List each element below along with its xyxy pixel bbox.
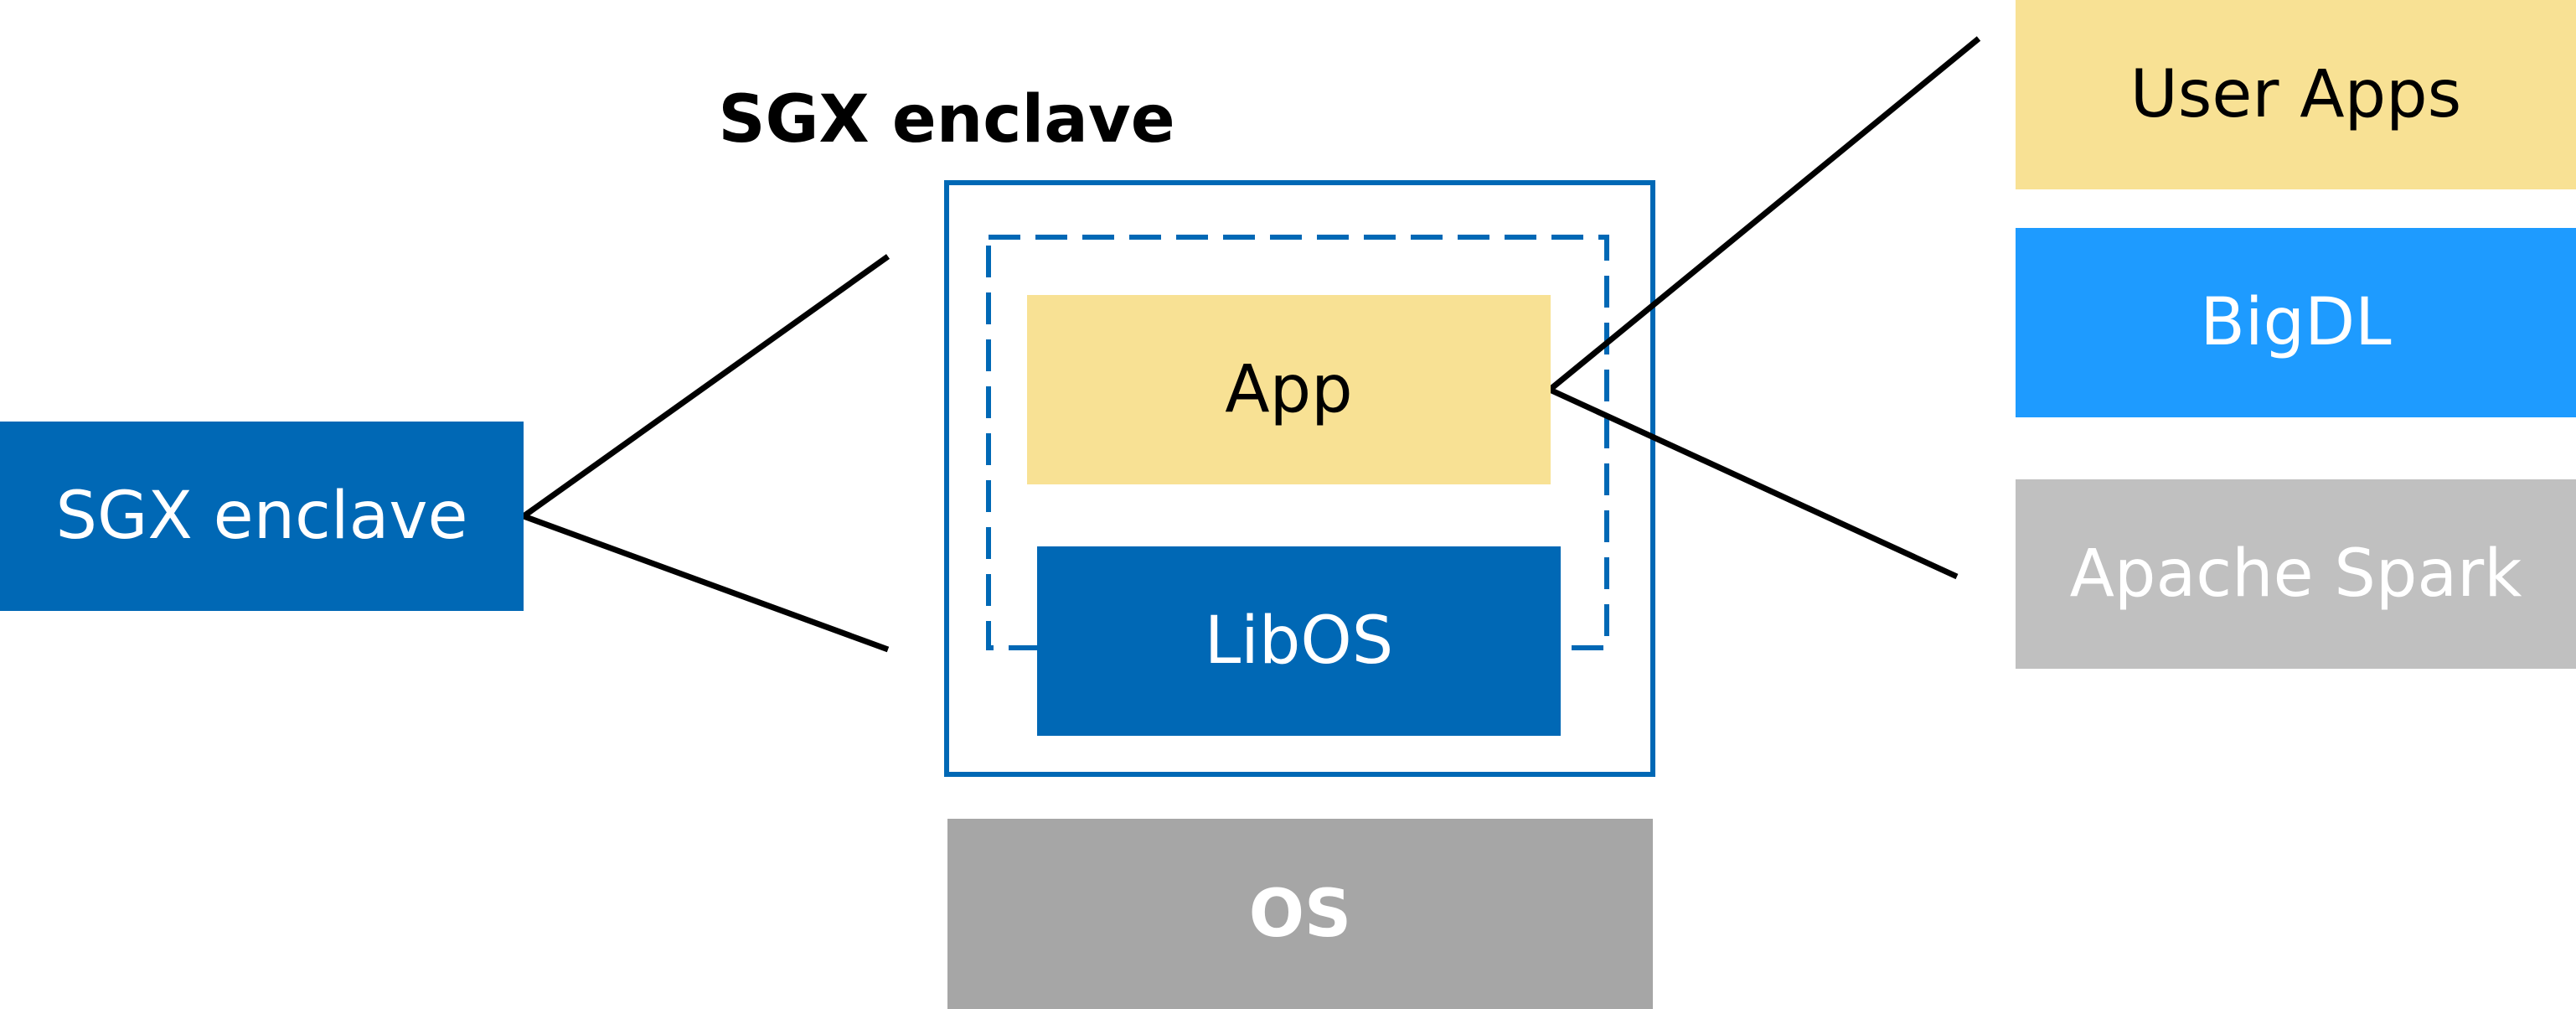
app-box: App <box>1027 295 1551 484</box>
sgx-enclave-label: SGX enclave <box>55 479 468 554</box>
user-apps-label: User Apps <box>2129 57 2462 132</box>
enclave-frame <box>944 180 1655 777</box>
sgx-enclave-box: SGX enclave <box>0 422 524 611</box>
os-box: OS <box>947 819 1653 1009</box>
apache-spark-label: Apache Spark <box>2069 536 2522 612</box>
connector-left-top <box>521 254 891 519</box>
bigdl-box: BigDL <box>2016 228 2576 417</box>
user-apps-box: User Apps <box>2016 0 2576 189</box>
connector-left-bottom <box>522 513 890 653</box>
connector-right-bottom <box>1548 386 1959 580</box>
libos-box: LibOS <box>1037 546 1561 736</box>
apache-spark-box: Apache Spark <box>2016 479 2576 669</box>
libos-label: LibOS <box>1204 603 1394 679</box>
os-label: OS <box>1248 876 1352 952</box>
bigdl-label: BigDL <box>2200 285 2392 360</box>
enclave-title: SGX enclave <box>718 82 1175 158</box>
app-label: App <box>1225 352 1353 427</box>
connector-right-top <box>1547 36 1981 392</box>
